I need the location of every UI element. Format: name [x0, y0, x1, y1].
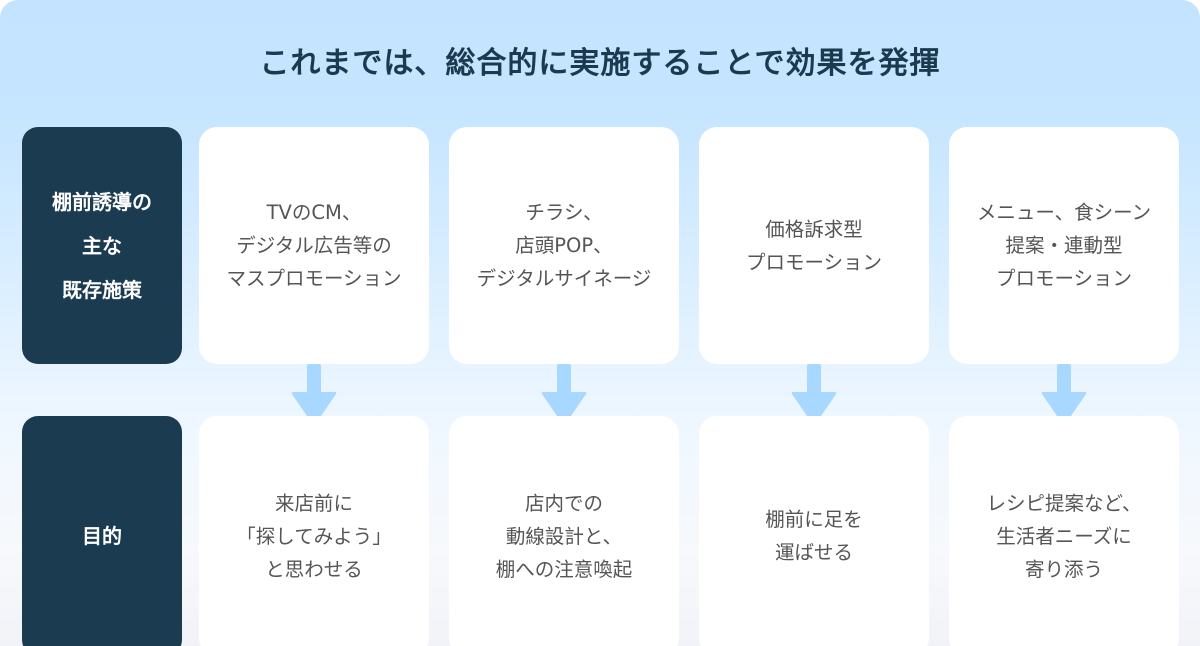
purpose-card-in-store-flow: 店内での 動線設計と、 棚への注意喚起	[449, 416, 679, 646]
measure-card-price-promotion: 価格訴求型 プロモーション	[699, 127, 929, 364]
arrow-down-icon	[791, 364, 837, 425]
purpose-card-shelf-visit: 棚前に足を 運ばせる	[699, 416, 929, 646]
card-line: 動線設計と、	[505, 524, 623, 548]
card-line: レシピ提案など、	[986, 491, 1142, 515]
card-line: 価格訴求型	[765, 217, 863, 241]
card-line: プロモーション	[995, 267, 1133, 290]
measure-card-in-store-media: チラシ、 店頭POP、 デジタルサイネージ	[449, 127, 679, 364]
card-line: 「探してみよう」	[236, 524, 392, 548]
row-label-existing-measures: 棚前誘導の 主な 既存施策	[22, 127, 182, 364]
card-line: デジタル広告等の	[236, 234, 392, 257]
purpose-card-consumer-needs: レシピ提案など、 生活者ニーズに 寄り添う	[949, 416, 1179, 646]
card-line: マスプロモーション	[226, 267, 402, 290]
purpose-card-pre-visit: 来店前に 「探してみよう」 と思わせる	[199, 416, 429, 646]
card-line: デジタルサイネージ	[476, 267, 652, 290]
arrow-down-icon	[541, 364, 587, 425]
card-line: 店内での	[524, 491, 603, 515]
card-line: 棚前に足を	[765, 508, 863, 531]
card-line: と思わせる	[265, 557, 363, 581]
card-line: メニュー、食シーン	[976, 201, 1152, 224]
row-label-line: 既存施策	[62, 277, 142, 302]
card-line: 生活者ニーズに	[996, 524, 1132, 548]
arrow-down-icon	[1041, 364, 1087, 425]
card-line: 来店前に	[274, 491, 353, 515]
card-line: 提案・連動型	[1005, 234, 1123, 257]
row-label-line: 目的	[82, 524, 122, 548]
arrow-down-icon	[291, 364, 337, 425]
card-line: チラシ、	[525, 201, 603, 224]
card-line: プロモーション	[745, 250, 883, 274]
card-line: TVのCM、	[266, 201, 362, 224]
row-label-line: 主な	[82, 233, 122, 258]
row-label-line: 棚前誘導の	[52, 189, 152, 214]
row-label-purpose: 目的	[22, 416, 182, 646]
measure-card-menu-promotion: メニュー、食シーン 提案・連動型 プロモーション	[949, 127, 1179, 364]
measure-card-mass-promotion: TVのCM、 デジタル広告等の マスプロモーション	[199, 127, 429, 364]
diagram-title: これまでは、総合的に実施することで効果を発揮	[259, 46, 941, 81]
card-line: 棚への注意喚起	[495, 557, 633, 581]
card-line: 運ばせる	[774, 541, 853, 564]
card-line: 店頭POP、	[515, 234, 613, 257]
card-line: 寄り添う	[1024, 557, 1103, 581]
